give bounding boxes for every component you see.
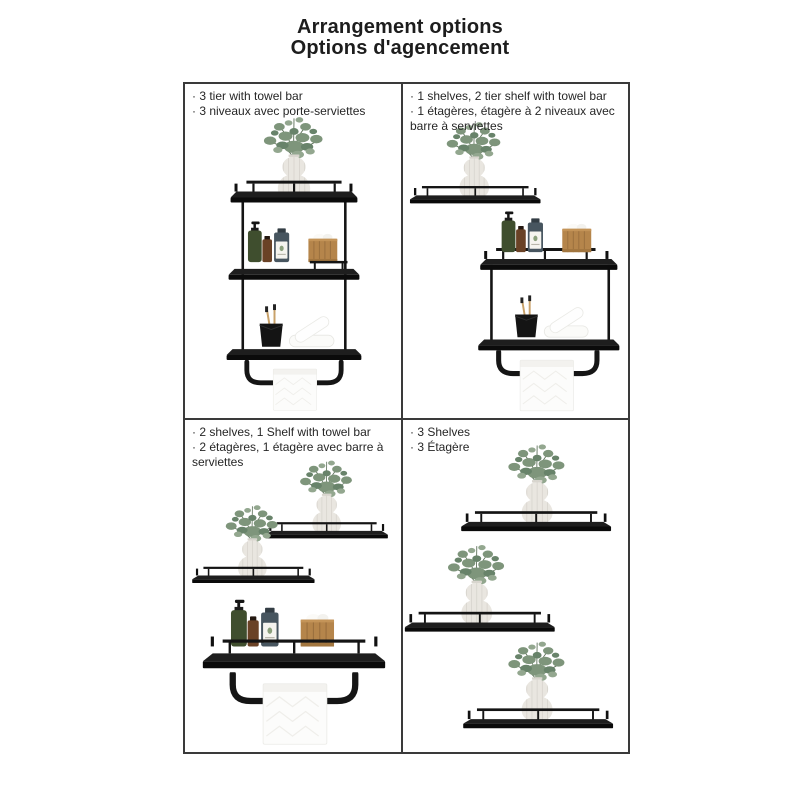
single-shelf-illustration	[404, 611, 555, 632]
bottom-shelf	[226, 349, 362, 360]
two-tier-top-shelf	[480, 258, 618, 270]
note-line-fr: · 3 niveaux avec porte-serviettes	[192, 104, 366, 118]
cell-notes: · 1 shelves, 2 tier shelf with towel bar…	[403, 84, 628, 134]
towel-bar-shelf	[202, 636, 386, 669]
single-shelf-illustration	[192, 566, 315, 583]
illustration-1-shelf-2-tier-towel-bar	[409, 84, 620, 412]
note-line-fr: · 3 Étagère	[410, 440, 470, 454]
cup-towels-illustration	[513, 294, 590, 339]
cell-3-shelves: · 3 Shelves · 3 Étagère	[403, 420, 628, 752]
page-title-fr: Options d'agencement	[290, 37, 510, 59]
page-title-en: Arrangement options	[296, 16, 504, 38]
illustration-3-shelves	[404, 420, 614, 729]
note-line-en: · 1 shelves, 2 tier shelf with towel bar	[410, 89, 607, 103]
three-tier-frame	[230, 180, 358, 353]
arrangement-grid: · 3 tier with towel bar · 3 niveaux avec…	[183, 82, 630, 754]
single-shelf-illustration	[461, 511, 612, 532]
cell-2-shelves-1-shelf-towel-bar: · 2 shelves, 1 Shelf with towel bar · 2 …	[185, 420, 403, 752]
cell-1-shelf-2-tier-towel-bar: · 1 shelves, 2 tier shelf with towel bar…	[403, 84, 628, 420]
single-shelf-illustration	[265, 522, 388, 539]
cell-notes: · 3 Shelves · 3 Étagère	[403, 420, 628, 455]
middle-shelf	[228, 260, 360, 280]
illustration-3-tier-shelf-towel-bar	[226, 84, 362, 411]
note-line-en: · 2 shelves, 1 Shelf with towel bar	[192, 425, 371, 439]
page-title: Arrangement options Options d'agencement	[0, 17, 800, 59]
note-line-fr: · 2 étagères, 1 étagère avec barre à ser…	[192, 440, 384, 469]
illustration-2-shelves-1-shelf-towel-bar	[192, 420, 388, 745]
hanging-towel-illustration	[272, 368, 318, 411]
toiletries-illustration	[500, 210, 592, 253]
cell-3-tier-with-towel-bar: · 3 tier with towel bar · 3 niveaux avec…	[185, 84, 403, 420]
hanging-towel-illustration	[519, 359, 575, 412]
note-line-fr: · 1 étagères, étagère à 2 niveaux avec b…	[410, 104, 615, 133]
cell-notes: · 2 shelves, 1 Shelf with towel bar · 2 …	[185, 420, 401, 470]
hanging-towel-illustration	[262, 683, 328, 745]
two-tier-frame	[484, 248, 611, 343]
two-tier-bottom-shelf	[478, 339, 620, 351]
cell-notes: · 3 tier with towel bar · 3 niveaux avec…	[185, 84, 401, 119]
single-shelf-illustration	[463, 708, 614, 729]
single-shelf-illustration	[409, 186, 541, 204]
note-line-en: · 3 tier with towel bar	[192, 89, 303, 103]
cup-towels-illustration	[258, 303, 336, 348]
toiletries-illustration	[247, 220, 338, 263]
note-line-en: · 3 Shelves	[410, 425, 471, 439]
